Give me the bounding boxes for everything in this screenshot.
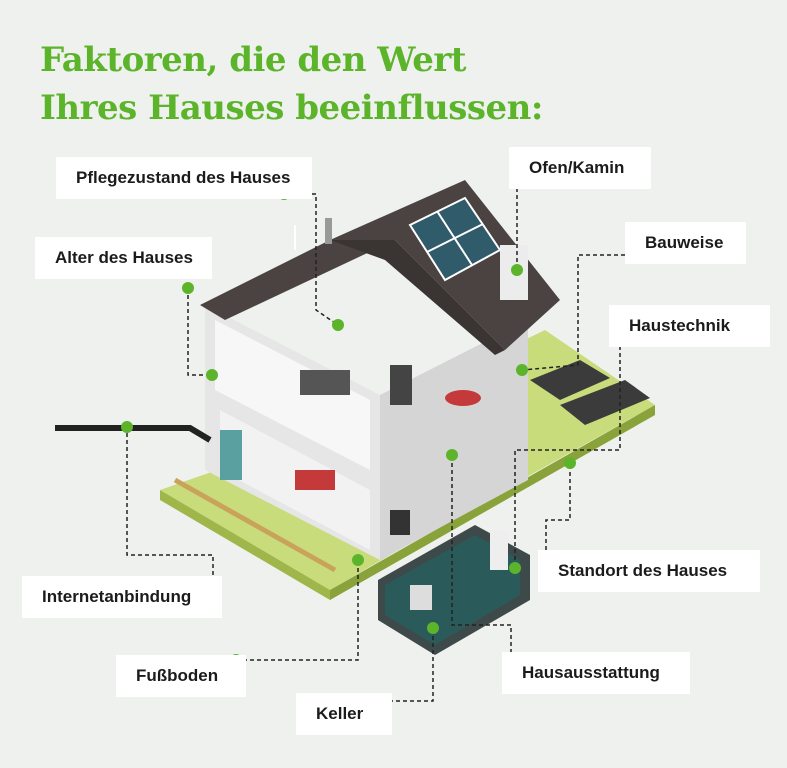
garden-bed xyxy=(530,360,610,400)
fence xyxy=(173,477,337,573)
label-pflegezustand: Pflegezustand des Hauses xyxy=(56,157,312,199)
marker-dot xyxy=(509,562,521,574)
rug xyxy=(445,390,481,406)
tv xyxy=(390,510,410,535)
lawn-edge-right xyxy=(330,405,655,600)
label-alter: Alter des Hauses xyxy=(35,237,212,279)
marker-dot xyxy=(332,319,344,331)
connector-keller xyxy=(375,628,434,702)
connector-bauweise xyxy=(521,254,632,371)
marker-dot xyxy=(511,264,523,276)
connector-alter xyxy=(187,288,212,376)
fridge xyxy=(220,430,242,480)
washing-machine xyxy=(410,585,432,610)
label-hausausstattung: Hausausstattung xyxy=(502,652,690,694)
lawn-edge-left xyxy=(160,490,330,600)
title-line-2: Ihres Hauses beeinflussen: xyxy=(40,88,543,128)
label-keller: Keller xyxy=(296,693,392,735)
marker-dot xyxy=(352,554,364,566)
garden-bed xyxy=(560,380,650,425)
wardrobe xyxy=(390,365,412,405)
label-bauweise: Bauweise xyxy=(625,222,746,264)
vent-pipe xyxy=(325,218,332,244)
connector-internetanbindung xyxy=(126,427,214,582)
marker-dot xyxy=(427,622,439,634)
internet-cable xyxy=(55,425,212,443)
solar-panel-divider xyxy=(426,223,484,253)
house-wall-right xyxy=(380,320,528,560)
title-line-1: Faktoren, die den Wert xyxy=(40,40,466,80)
label-fussboden: Fußboden xyxy=(116,655,246,697)
boiler xyxy=(490,530,508,570)
marker-dot xyxy=(564,457,576,469)
roof-inner xyxy=(330,240,505,355)
label-haustechnik: Haustechnik xyxy=(609,305,770,347)
label-ofen-kamin: Ofen/Kamin xyxy=(509,147,651,189)
marker-dot xyxy=(516,364,528,376)
connector-hausausstattung xyxy=(451,455,512,660)
connector-standort xyxy=(545,463,571,557)
connector-fussboden xyxy=(236,560,359,661)
marker-dot xyxy=(206,369,218,381)
connector-haustechnik xyxy=(514,339,621,568)
label-internetanbindung: Internetanbindung xyxy=(22,576,222,618)
page-title: Faktoren, die den Wert Ihres Hauses beei… xyxy=(40,36,543,132)
sofa xyxy=(295,470,335,490)
upper-floor-room xyxy=(215,320,370,470)
bed xyxy=(300,370,350,395)
marker-dot xyxy=(182,282,194,294)
label-standort: Standort des Hauses xyxy=(538,550,760,592)
marker-dot xyxy=(121,421,133,433)
marker-dot xyxy=(446,449,458,461)
